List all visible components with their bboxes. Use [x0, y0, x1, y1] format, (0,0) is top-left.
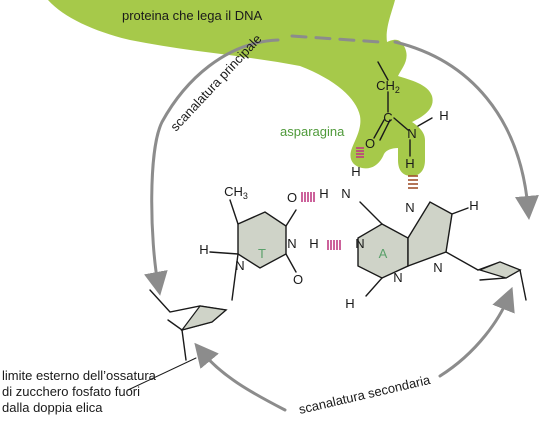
- asn-cn-bond: [393, 117, 409, 131]
- thymine-h-bond: [209, 251, 239, 255]
- asn-ch2-atom: CH2: [376, 78, 400, 95]
- asn-ch2-bond-up: [377, 61, 389, 81]
- adenine-n1-atom: N: [355, 236, 364, 251]
- thymine-ch3-bond: [229, 199, 239, 225]
- backbone-label-line2: di zucchero fosfato fuori: [2, 384, 140, 399]
- adenine-h2-bond: [451, 207, 469, 215]
- adenine-h8-atom: H: [469, 198, 478, 213]
- adenine-amino-h2-atom: H: [351, 164, 360, 179]
- hbond-asn-n-adenine: [408, 175, 418, 189]
- thymine-o-atom: O: [287, 190, 297, 205]
- adenine-h2-atom: H: [345, 296, 354, 311]
- asn-co-bond: [373, 119, 385, 139]
- adenine-n3-atom: N: [393, 270, 402, 285]
- major-groove-arrow-right: [393, 40, 539, 220]
- backbone-label-line3: dalla doppia elica: [2, 400, 103, 415]
- backbone-leader-line: [127, 357, 197, 391]
- minor-groove-arrow-left: [194, 342, 287, 412]
- thymine-ch3-atom: CH3: [224, 184, 248, 201]
- thymine-nh-h-atom: H: [309, 236, 318, 251]
- thymine-backbone-tail: [181, 329, 187, 361]
- thymine-sugar-shade: [180, 305, 228, 332]
- thymine-o-bond: [285, 209, 297, 227]
- thymine-h-atom: H: [199, 242, 208, 257]
- minor-groove-arrow-right: [438, 286, 515, 378]
- major-groove-arrow-left: [144, 38, 280, 296]
- asn-n-h-atom: H: [405, 156, 414, 171]
- adenine-amino-h-atom: H: [319, 186, 328, 201]
- hbond-thymine-nh-adenine-n: [327, 240, 341, 250]
- asn-c-atom: C: [383, 110, 392, 125]
- adenine-sugar-shade: [478, 261, 522, 279]
- hbond-asn-o-adenine: [356, 147, 364, 158]
- minor-groove-label: scanalatura secondaria: [297, 372, 432, 417]
- adenine-backbone-tail: [519, 269, 527, 301]
- asn-o-atom: O: [365, 136, 375, 151]
- adenine-n9-atom: N: [433, 260, 442, 275]
- asn-co-double-bond: [379, 119, 391, 141]
- asn-nh2-bond: [417, 117, 433, 127]
- major-groove-dash: [290, 34, 382, 44]
- adenine-nh-bond: [359, 201, 383, 225]
- thymine-sugar-bond: [231, 253, 239, 301]
- thymine-n1-atom: N: [235, 258, 244, 273]
- dna-binding-protein: [48, 0, 433, 176]
- adenine-label: A: [379, 246, 388, 261]
- asparagine-label: asparagina: [280, 124, 345, 139]
- thymine-n-atom: N: [287, 236, 296, 251]
- thymine-o2-atom: O: [293, 272, 303, 287]
- asn-n-atom: N: [407, 126, 416, 141]
- adenine-amino-n-atom: N: [341, 186, 350, 201]
- backbone-label-line1: limite esterno dell’ossatura: [2, 368, 157, 383]
- asn-nh-h-atom: H: [439, 108, 448, 123]
- thymine-label: T: [258, 246, 266, 261]
- hbond-thymine-o-adenine-nh: [301, 192, 315, 202]
- adenine-n7-atom: N: [405, 200, 414, 215]
- adenine-sugar-bond: [445, 251, 479, 271]
- adenine-h-bond: [365, 277, 383, 297]
- protein-label: proteina che lega il DNA: [122, 8, 263, 23]
- thymine-o2-bond: [285, 253, 297, 273]
- adenine-ring-five: [407, 201, 453, 268]
